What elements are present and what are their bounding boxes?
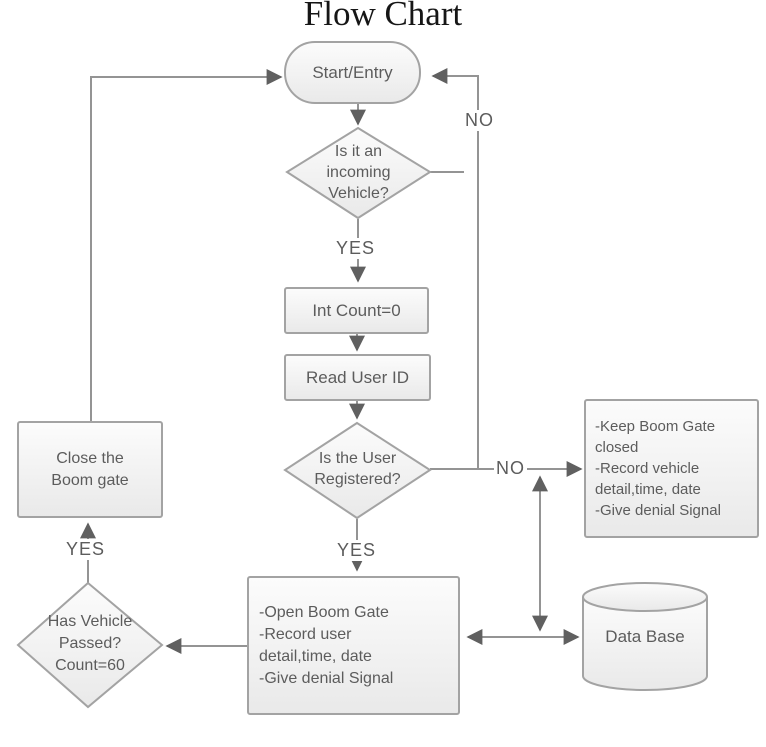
edge-closegate-to-start [90, 69, 283, 422]
read-user-id-node-shape [284, 354, 431, 401]
database-cylinder-top [582, 582, 708, 612]
open-boom-gate-node-shape [247, 576, 460, 715]
database-cylinder-body [582, 597, 708, 691]
user-registered-decision-shape [283, 421, 432, 520]
edge-no-return-to-start [431, 68, 479, 468]
start-node-shape [284, 41, 421, 104]
close-boom-gate-node-shape [17, 421, 163, 518]
keep-boom-gate-node-shape [584, 399, 759, 538]
int-count-node-shape [284, 287, 429, 334]
incoming-vehicle-decision-shape [285, 126, 432, 220]
page-title: Flow Chart [303, 0, 463, 33]
vehicle-passed-decision-shape [16, 581, 164, 709]
